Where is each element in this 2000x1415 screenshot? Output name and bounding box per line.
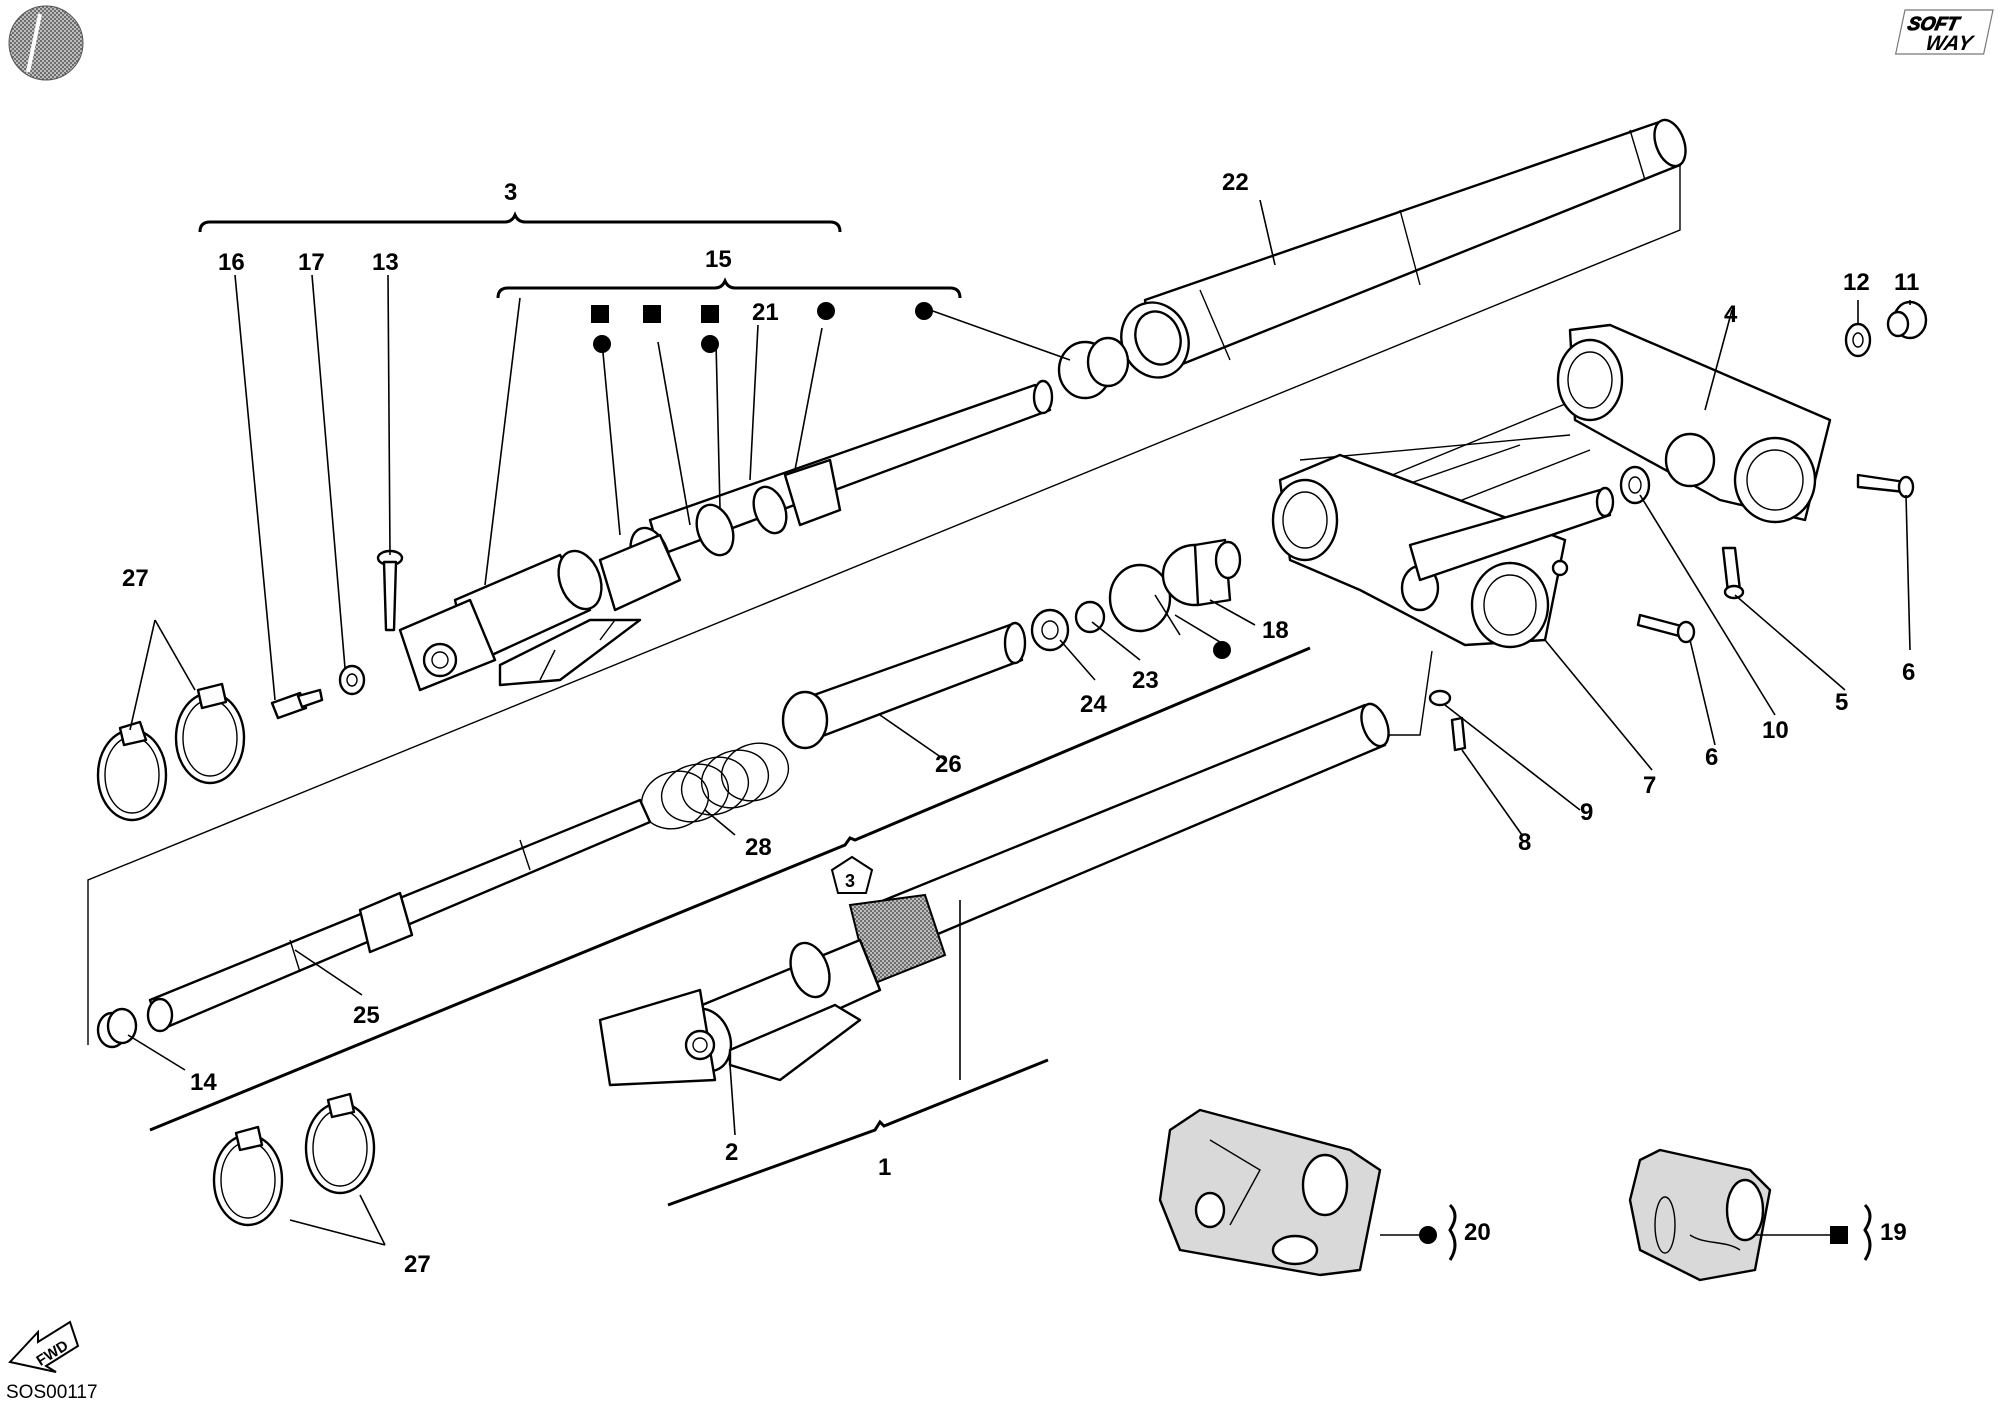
square-marker bbox=[591, 305, 609, 323]
callout-1: 1 bbox=[878, 1154, 891, 1181]
damper-cartridge-3 bbox=[398, 379, 1054, 692]
nut-9 bbox=[1428, 689, 1452, 707]
kit-markers bbox=[591, 302, 1848, 1244]
callout-26: 26 bbox=[935, 751, 962, 778]
upper-triple-clamp-4 bbox=[1556, 323, 1832, 524]
damper-rod-25 bbox=[146, 798, 652, 1033]
logo-line-1: SOFT bbox=[1906, 14, 1963, 35]
callout-3: 3 bbox=[504, 179, 517, 206]
callout-27-lower: 27 bbox=[404, 1251, 431, 1278]
reference-marker: 3 bbox=[830, 855, 874, 894]
callout-21: 21 bbox=[752, 299, 779, 326]
spring-28 bbox=[640, 742, 790, 830]
screw-13 bbox=[376, 549, 404, 632]
circle-marker bbox=[915, 302, 933, 320]
fork-cap-18 bbox=[1161, 538, 1242, 607]
reference-marker-label: 3 bbox=[845, 871, 855, 891]
callout-6-right: 6 bbox=[1902, 659, 1915, 686]
fwd-arrow-icon: FWD bbox=[8, 1320, 80, 1373]
softway-logo: SOFT WAY bbox=[1894, 9, 1994, 55]
circle-marker bbox=[701, 335, 719, 353]
rod-26 bbox=[781, 621, 1027, 750]
leader-lines bbox=[127, 199, 1911, 1246]
cap-11 bbox=[1886, 300, 1928, 340]
washer-17 bbox=[338, 664, 366, 696]
clamp-27-lower bbox=[212, 1092, 376, 1227]
callout-11: 11 bbox=[1894, 269, 1919, 296]
fork-leg-1 bbox=[598, 702, 1390, 1087]
clamp-27-upper bbox=[96, 682, 246, 822]
callout-20: 20 bbox=[1464, 1219, 1491, 1246]
guide-bushing bbox=[1057, 336, 1130, 400]
callout-7: 7 bbox=[1643, 772, 1656, 799]
callout-6-mid: 6 bbox=[1705, 744, 1718, 771]
callout-5: 5 bbox=[1835, 689, 1848, 716]
bolt-6-lower bbox=[1636, 613, 1696, 644]
circle-marker bbox=[593, 335, 611, 353]
steering-stem bbox=[1408, 486, 1615, 582]
o-ring bbox=[1108, 563, 1172, 633]
seal-kit-19 bbox=[1628, 1148, 1772, 1282]
callout-22: 22 bbox=[1222, 169, 1249, 196]
screw-8 bbox=[1450, 716, 1467, 752]
callout-17: 17 bbox=[298, 249, 325, 276]
group-brackets bbox=[149, 211, 1872, 1261]
callout-18: 18 bbox=[1262, 617, 1289, 644]
circle-marker bbox=[1419, 1226, 1437, 1244]
square-marker bbox=[1830, 1226, 1848, 1244]
callout-4: 4 bbox=[1724, 301, 1738, 328]
square-marker bbox=[701, 305, 719, 323]
bolt-5 bbox=[1721, 546, 1745, 600]
callout-14: 14 bbox=[190, 1069, 217, 1096]
callout-15: 15 bbox=[705, 246, 732, 273]
callout-numbers: 3 15 16 17 13 21 22 4 12 11 27 18 23 24 … bbox=[122, 169, 1919, 1278]
callout-23: 23 bbox=[1132, 667, 1159, 694]
bolt-6-upper bbox=[1856, 473, 1915, 499]
callout-24: 24 bbox=[1080, 691, 1107, 718]
screw-16 bbox=[270, 688, 324, 720]
circle-marker bbox=[817, 302, 835, 320]
nut-23 bbox=[1074, 600, 1106, 634]
washer-24 bbox=[1030, 608, 1070, 652]
callout-13: 13 bbox=[372, 249, 399, 276]
callout-8: 8 bbox=[1518, 829, 1531, 856]
callout-28: 28 bbox=[745, 834, 772, 861]
callout-19: 19 bbox=[1880, 1219, 1907, 1246]
callout-25: 25 bbox=[353, 1002, 380, 1029]
diagram-code: SOS00117 bbox=[6, 1382, 98, 1403]
callout-9: 9 bbox=[1580, 799, 1593, 826]
brand-logo-icon bbox=[8, 5, 84, 81]
seal-kit-20 bbox=[1158, 1108, 1382, 1277]
logo-line-2: WAY bbox=[1923, 32, 1976, 55]
callout-10: 10 bbox=[1762, 717, 1789, 744]
callout-12: 12 bbox=[1843, 269, 1870, 296]
nut-10 bbox=[1619, 465, 1651, 505]
callout-2: 2 bbox=[725, 1139, 738, 1166]
outer-tube-22 bbox=[1120, 118, 1687, 379]
square-marker bbox=[643, 305, 661, 323]
callout-27-upper: 27 bbox=[122, 565, 149, 592]
bump-stop-14 bbox=[96, 1007, 138, 1049]
callout-16: 16 bbox=[218, 249, 245, 276]
circle-marker bbox=[1213, 641, 1231, 659]
washer-12 bbox=[1844, 322, 1872, 358]
